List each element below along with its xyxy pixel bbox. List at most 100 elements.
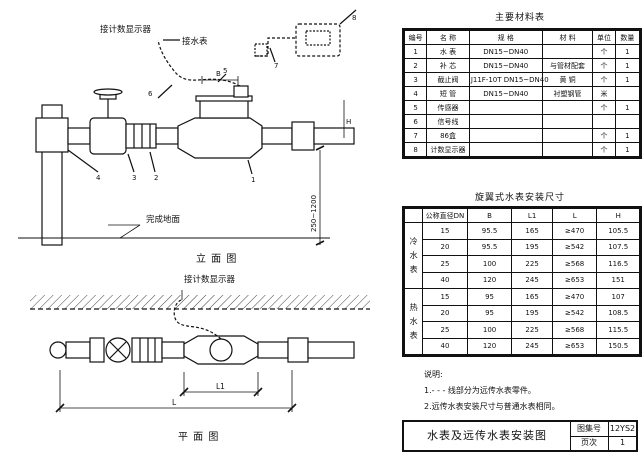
table-cell: 信号线 bbox=[426, 114, 470, 129]
atlas-label: 图集号 bbox=[570, 422, 609, 437]
installation-drawing: 接计数显示器 接水表 6 5 B 7 8 H 4 3 2 1 250~1200 … bbox=[18, 9, 370, 443]
note-line: 2.远传水表安装尺寸与普通水表相同。 bbox=[424, 402, 560, 411]
table-cell: 计数显示器 bbox=[426, 142, 470, 157]
table-cell: 1 bbox=[614, 100, 641, 115]
table-cell bbox=[614, 86, 641, 101]
table-cell: 5 bbox=[403, 100, 428, 115]
plan-title: 平 面 图 bbox=[178, 431, 219, 443]
table-cell: 120 bbox=[466, 337, 513, 355]
table-cell: 15 bbox=[422, 222, 468, 240]
table-cell: ≥653 bbox=[551, 271, 598, 289]
label-dim-height: 250~1200 bbox=[310, 195, 318, 232]
table-cell: 115.5 bbox=[596, 321, 640, 339]
table-cell: 个 bbox=[592, 142, 616, 157]
label-dim-h: H bbox=[346, 118, 351, 126]
column-header: 规 格 bbox=[468, 30, 543, 45]
label-num-6: 6 bbox=[148, 90, 153, 98]
column-header: L bbox=[551, 208, 598, 223]
table-cell bbox=[541, 114, 594, 129]
column-header: 材 料 bbox=[541, 30, 594, 45]
label-num-2: 2 bbox=[154, 174, 158, 182]
column-header: L1 bbox=[511, 208, 553, 223]
table-cell: DN15~DN40 bbox=[468, 44, 543, 59]
table-cell: 151 bbox=[596, 271, 640, 289]
table-cell: 165 bbox=[511, 222, 553, 240]
table-cell: 个 bbox=[592, 44, 616, 59]
table-cell: 1 bbox=[614, 142, 641, 157]
table-cell: 25 bbox=[422, 255, 468, 273]
note-line: 1.- - - 线部分为远传水表零件。 bbox=[424, 386, 536, 395]
table-cell: 95 bbox=[466, 304, 513, 322]
table-cell: 1 bbox=[614, 72, 641, 87]
atlas-value: 12YS2 bbox=[609, 422, 636, 437]
label-num-4: 4 bbox=[96, 174, 101, 182]
table-cell: 个 bbox=[592, 58, 616, 73]
label-num-8: 8 bbox=[352, 14, 356, 22]
notes: 说明: 1.- - - 线部分为远传水表零件。 2.远传水表安装尺寸与普通水表相… bbox=[424, 367, 560, 415]
table-cell: 245 bbox=[511, 337, 553, 355]
page-label: 页次 bbox=[570, 436, 609, 450]
table-cell: DN15~DN40 bbox=[468, 86, 543, 101]
materials-title: 主要材料表 bbox=[494, 13, 545, 23]
table-cell: 2 bbox=[403, 58, 428, 73]
table-cell bbox=[541, 142, 594, 157]
dimensions-title: 旋翼式水表安装尺寸 bbox=[474, 193, 565, 203]
table-cell bbox=[541, 128, 594, 143]
table-cell: 108.5 bbox=[596, 304, 640, 322]
table-cell: 40 bbox=[422, 337, 468, 355]
table-cell: 225 bbox=[511, 255, 553, 273]
table-cell: 与管材配套 bbox=[541, 58, 594, 73]
label-num-7: 7 bbox=[274, 62, 278, 70]
table-cell: 1 bbox=[614, 58, 641, 73]
title-block: 水表及远传水表安装图 图集号 12YS2 页次 1 bbox=[402, 420, 638, 452]
table-header-row: 编号名 称规 格材 料单位数量 bbox=[403, 30, 641, 45]
page-value: 1 bbox=[619, 438, 626, 447]
table-cell: 6 bbox=[403, 114, 428, 129]
table-cell: 米 bbox=[592, 86, 616, 101]
table-cell: 245 bbox=[511, 271, 553, 289]
table-cell: 黄 铜 bbox=[541, 72, 594, 87]
table-cell: J11F-10T DN15~DN40 bbox=[468, 72, 549, 87]
table-cell: 3 bbox=[403, 72, 428, 87]
label-num-1: 1 bbox=[251, 176, 255, 184]
table-cell: 衬塑钢管 bbox=[541, 86, 594, 101]
table-cell: DN15~DN40 bbox=[468, 58, 543, 73]
table-cell: 短 管 bbox=[426, 86, 470, 101]
table-cell: 15 bbox=[422, 288, 468, 306]
elevation-title: 立 面 图 bbox=[196, 252, 237, 265]
notes-heading: 说明: bbox=[424, 370, 443, 379]
table-cell: ≥568 bbox=[551, 321, 598, 339]
table-cell: 20 bbox=[422, 304, 468, 322]
column-header: 数量 bbox=[614, 30, 641, 45]
table-cell: ≥542 bbox=[551, 304, 598, 322]
table-cell: 120 bbox=[466, 271, 513, 289]
column-header: B bbox=[466, 208, 513, 223]
table-cell bbox=[468, 142, 543, 157]
table-cell: 补 芯 bbox=[426, 58, 470, 73]
table-cell: 1 bbox=[403, 44, 428, 59]
label-dim-l: L bbox=[172, 398, 177, 407]
table-cell bbox=[541, 44, 594, 59]
table-cell: ≥470 bbox=[551, 288, 598, 306]
table-cell: 95.5 bbox=[466, 238, 513, 256]
label-dim-b: B bbox=[216, 70, 221, 78]
table-cell: 105.5 bbox=[596, 222, 640, 240]
table-cell: 100 bbox=[466, 255, 513, 273]
table-cell: 4 bbox=[403, 86, 428, 101]
label-water-meter: 接水表 bbox=[182, 36, 208, 47]
